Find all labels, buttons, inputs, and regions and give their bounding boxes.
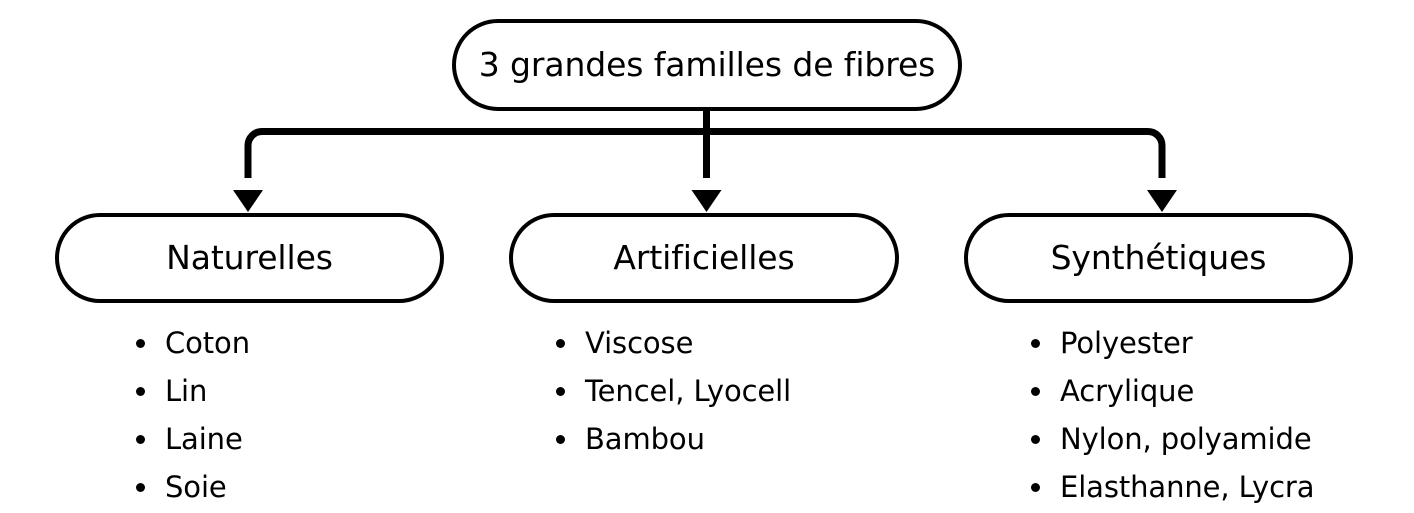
bullet-icon <box>136 435 145 444</box>
bullet-icon <box>136 387 145 396</box>
connector-bracket-left <box>244 128 707 178</box>
node-category-label: Naturelles <box>166 237 333 277</box>
bullet-icon <box>1031 483 1040 492</box>
list-item-label: Acrylique <box>1060 374 1195 408</box>
list-item: Soie <box>131 463 250 511</box>
list-item: Elasthanne, Lycra <box>1026 463 1315 511</box>
list-item-label: Soie <box>165 470 227 504</box>
fiber-list-synthetiques: Polyester Acrylique Nylon, polyamide Ela… <box>1026 319 1315 511</box>
bullet-icon <box>1031 387 1040 396</box>
list-item-label: Bambou <box>585 422 705 456</box>
bullet-icon <box>136 339 145 348</box>
fiber-list-artificielles: Viscose Tencel, Lyocell Bambou <box>551 319 791 463</box>
node-category-artificielles: Artificielles <box>509 213 899 303</box>
list-item: Acrylique <box>1026 367 1314 415</box>
list-item-label: Coton <box>165 326 250 360</box>
list-item: Coton <box>131 319 250 367</box>
list-item-label: Laine <box>165 422 243 456</box>
list-item: Tencel, Lyocell <box>551 367 791 415</box>
list-item-label: Tencel, Lyocell <box>585 374 792 408</box>
bullet-icon <box>556 435 565 444</box>
list-item: Nylon, polyamide <box>1026 415 1314 463</box>
arrow-to-naturelles <box>233 190 263 212</box>
list-item-label: Nylon, polyamide <box>1060 422 1312 456</box>
list-item-label: Lin <box>165 374 208 408</box>
bullet-icon <box>556 339 565 348</box>
fiber-list-naturelles: Coton Lin Laine Soie <box>131 319 250 511</box>
arrow-to-synthetiques <box>1147 190 1177 212</box>
node-category-label: Artificielles <box>613 237 795 277</box>
node-category-naturelles: Naturelles <box>55 213 444 303</box>
node-root-label: 3 grandes familles de fibres <box>478 44 936 84</box>
connector-bracket-right <box>706 128 1166 178</box>
list-item-label: Viscose <box>585 326 694 360</box>
list-item: Polyester <box>1026 319 1314 367</box>
bullet-icon <box>556 387 565 396</box>
list-item: Lin <box>131 367 250 415</box>
bullet-icon <box>1031 339 1040 348</box>
node-root-families: 3 grandes familles de fibres <box>452 19 962 111</box>
bullet-icon <box>1031 435 1040 444</box>
list-item: Viscose <box>551 319 791 367</box>
list-item-label: Elasthanne, Lycra <box>1060 470 1315 504</box>
list-item: Laine <box>131 415 250 463</box>
bullet-icon <box>136 483 145 492</box>
arrow-to-artificielles <box>691 190 722 212</box>
list-item: Bambou <box>551 415 791 463</box>
list-item-label: Polyester <box>1060 326 1193 360</box>
node-category-label: Synthétiques <box>1050 237 1267 277</box>
node-category-synthetiques: Synthétiques <box>964 213 1353 303</box>
